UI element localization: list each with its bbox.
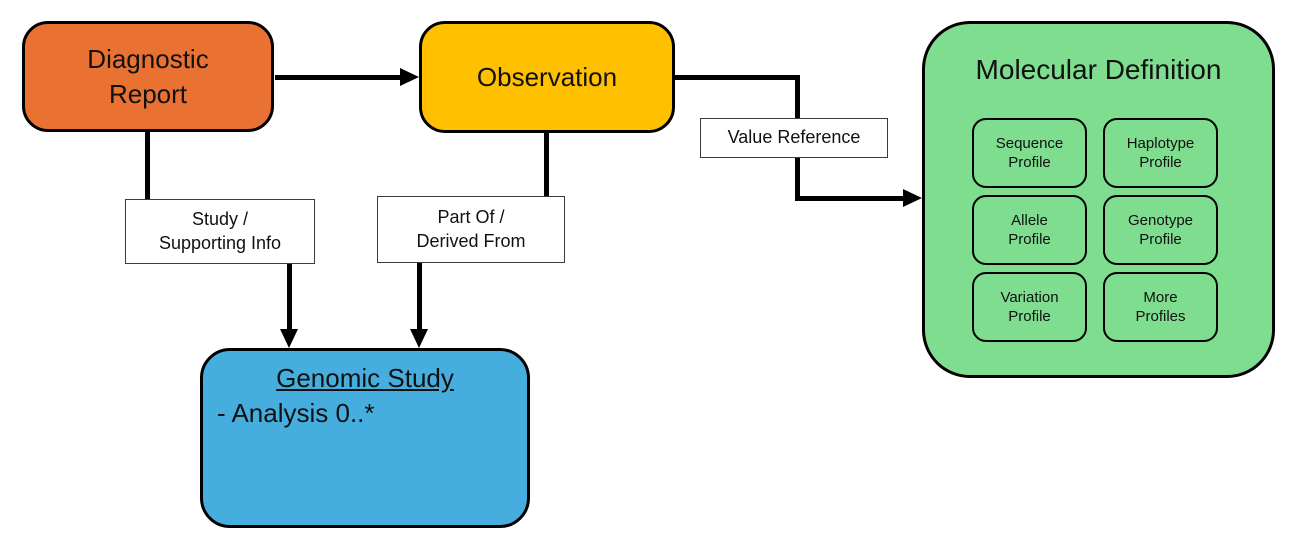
profile-haplotype: Haplotype Profile	[1103, 118, 1218, 188]
node-diagnostic-report: Diagnostic Report	[22, 21, 274, 132]
connector-obs-to-partof-label	[544, 133, 549, 196]
edge-label-value-reference: Value Reference	[700, 118, 888, 158]
node-observation: Observation	[419, 21, 675, 133]
node-molecular-definition-title: Molecular Definition	[975, 54, 1222, 85]
connector-study-label-to-gs	[287, 264, 292, 330]
arrowhead-study-to-gs	[280, 329, 298, 348]
profile-more: More Profiles	[1103, 272, 1218, 342]
edge-label-study-supporting-info: Study / Supporting Info	[125, 199, 315, 264]
arrowhead-partof-to-gs	[410, 329, 428, 348]
edge-label-value-reference-text: Value Reference	[727, 127, 861, 148]
molecular-definition-profile-grid: Sequence Profile Haplotype Profile Allel…	[972, 118, 1218, 342]
node-molecular-definition: Molecular Definition Sequence Profile Ha…	[922, 21, 1275, 378]
node-diagnostic-report-label: Diagnostic Report	[87, 44, 209, 109]
connector-dr-to-obs	[275, 75, 402, 80]
node-observation-label: Observation	[476, 61, 618, 92]
node-genomic-study-attribute: - Analysis 0..*	[217, 398, 375, 428]
edge-label-partof-line2: Derived From	[416, 230, 526, 251]
profile-variation: Variation Profile	[972, 272, 1087, 342]
connector-obs-to-md-top	[675, 75, 800, 80]
arrowhead-dr-to-obs	[400, 68, 419, 86]
edge-label-partof-line1: Part Of /	[437, 207, 505, 228]
profile-allele: Allele Profile	[972, 195, 1087, 265]
edge-label-study-line1: Study /	[191, 209, 249, 230]
arrowhead-obs-to-md	[903, 189, 922, 207]
edge-label-part-of-derived-from: Part Of / Derived From	[377, 196, 565, 263]
node-genomic-study: Genomic Study - Analysis 0..*	[200, 348, 530, 528]
connector-partof-label-to-gs	[417, 263, 422, 330]
node-genomic-study-title: Genomic Study	[276, 363, 454, 393]
profile-genotype: Genotype Profile	[1103, 195, 1218, 265]
profile-sequence: Sequence Profile	[972, 118, 1087, 188]
edge-label-study-line2: Supporting Info	[158, 232, 282, 253]
connector-obs-to-md-bottom	[795, 196, 905, 201]
connector-dr-to-study-label	[145, 132, 150, 199]
